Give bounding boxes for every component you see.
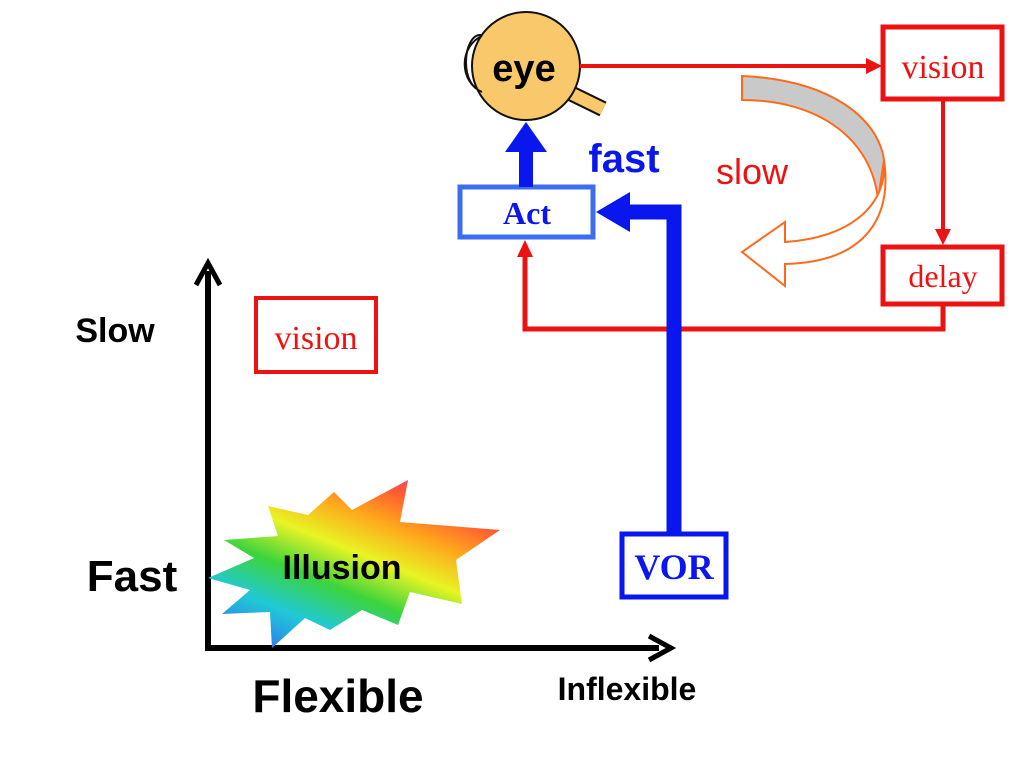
y-axis-arrowhead <box>193 257 223 287</box>
illusion-label: Illusion <box>283 549 402 587</box>
vor-box-label: VOR <box>634 547 714 587</box>
vor-to-act-arrowhead <box>596 192 630 232</box>
fast-label: fast <box>588 137 659 181</box>
eye-to-vision-arrowhead <box>866 58 882 74</box>
vor-to-act-path <box>627 204 682 533</box>
vision-box <box>880 24 1005 102</box>
act-box-label: Act <box>503 195 551 231</box>
eye-icon <box>463 11 607 121</box>
eye-label: eye <box>492 48 555 90</box>
act-to-eye-arrow <box>519 150 533 187</box>
y-axis-fast-label: Fast <box>87 552 178 601</box>
vision-box-label: vision <box>901 49 984 86</box>
illusion-starburst <box>208 480 500 648</box>
vor-box <box>619 531 729 600</box>
slow-curved-arrow <box>740 74 887 289</box>
graph-vision-box <box>254 296 378 374</box>
graph-vision-label: vision <box>274 320 357 357</box>
act-to-eye-arrowhead <box>505 122 547 152</box>
slow-label: slow <box>716 151 789 192</box>
x-axis-arrowhead <box>647 633 677 663</box>
delay-box-label: delay <box>908 258 977 294</box>
graph-axes <box>205 271 659 651</box>
feedback-arrowhead <box>517 240 533 257</box>
x-axis-flexible-label: Flexible <box>252 670 423 722</box>
feedback-path <box>522 256 946 332</box>
y-axis-slow-label: Slow <box>75 312 155 350</box>
x-axis-inflexible-label: Inflexible <box>558 671 697 707</box>
delay-box <box>880 244 1005 307</box>
vision-to-delay-arrowhead <box>935 229 951 245</box>
